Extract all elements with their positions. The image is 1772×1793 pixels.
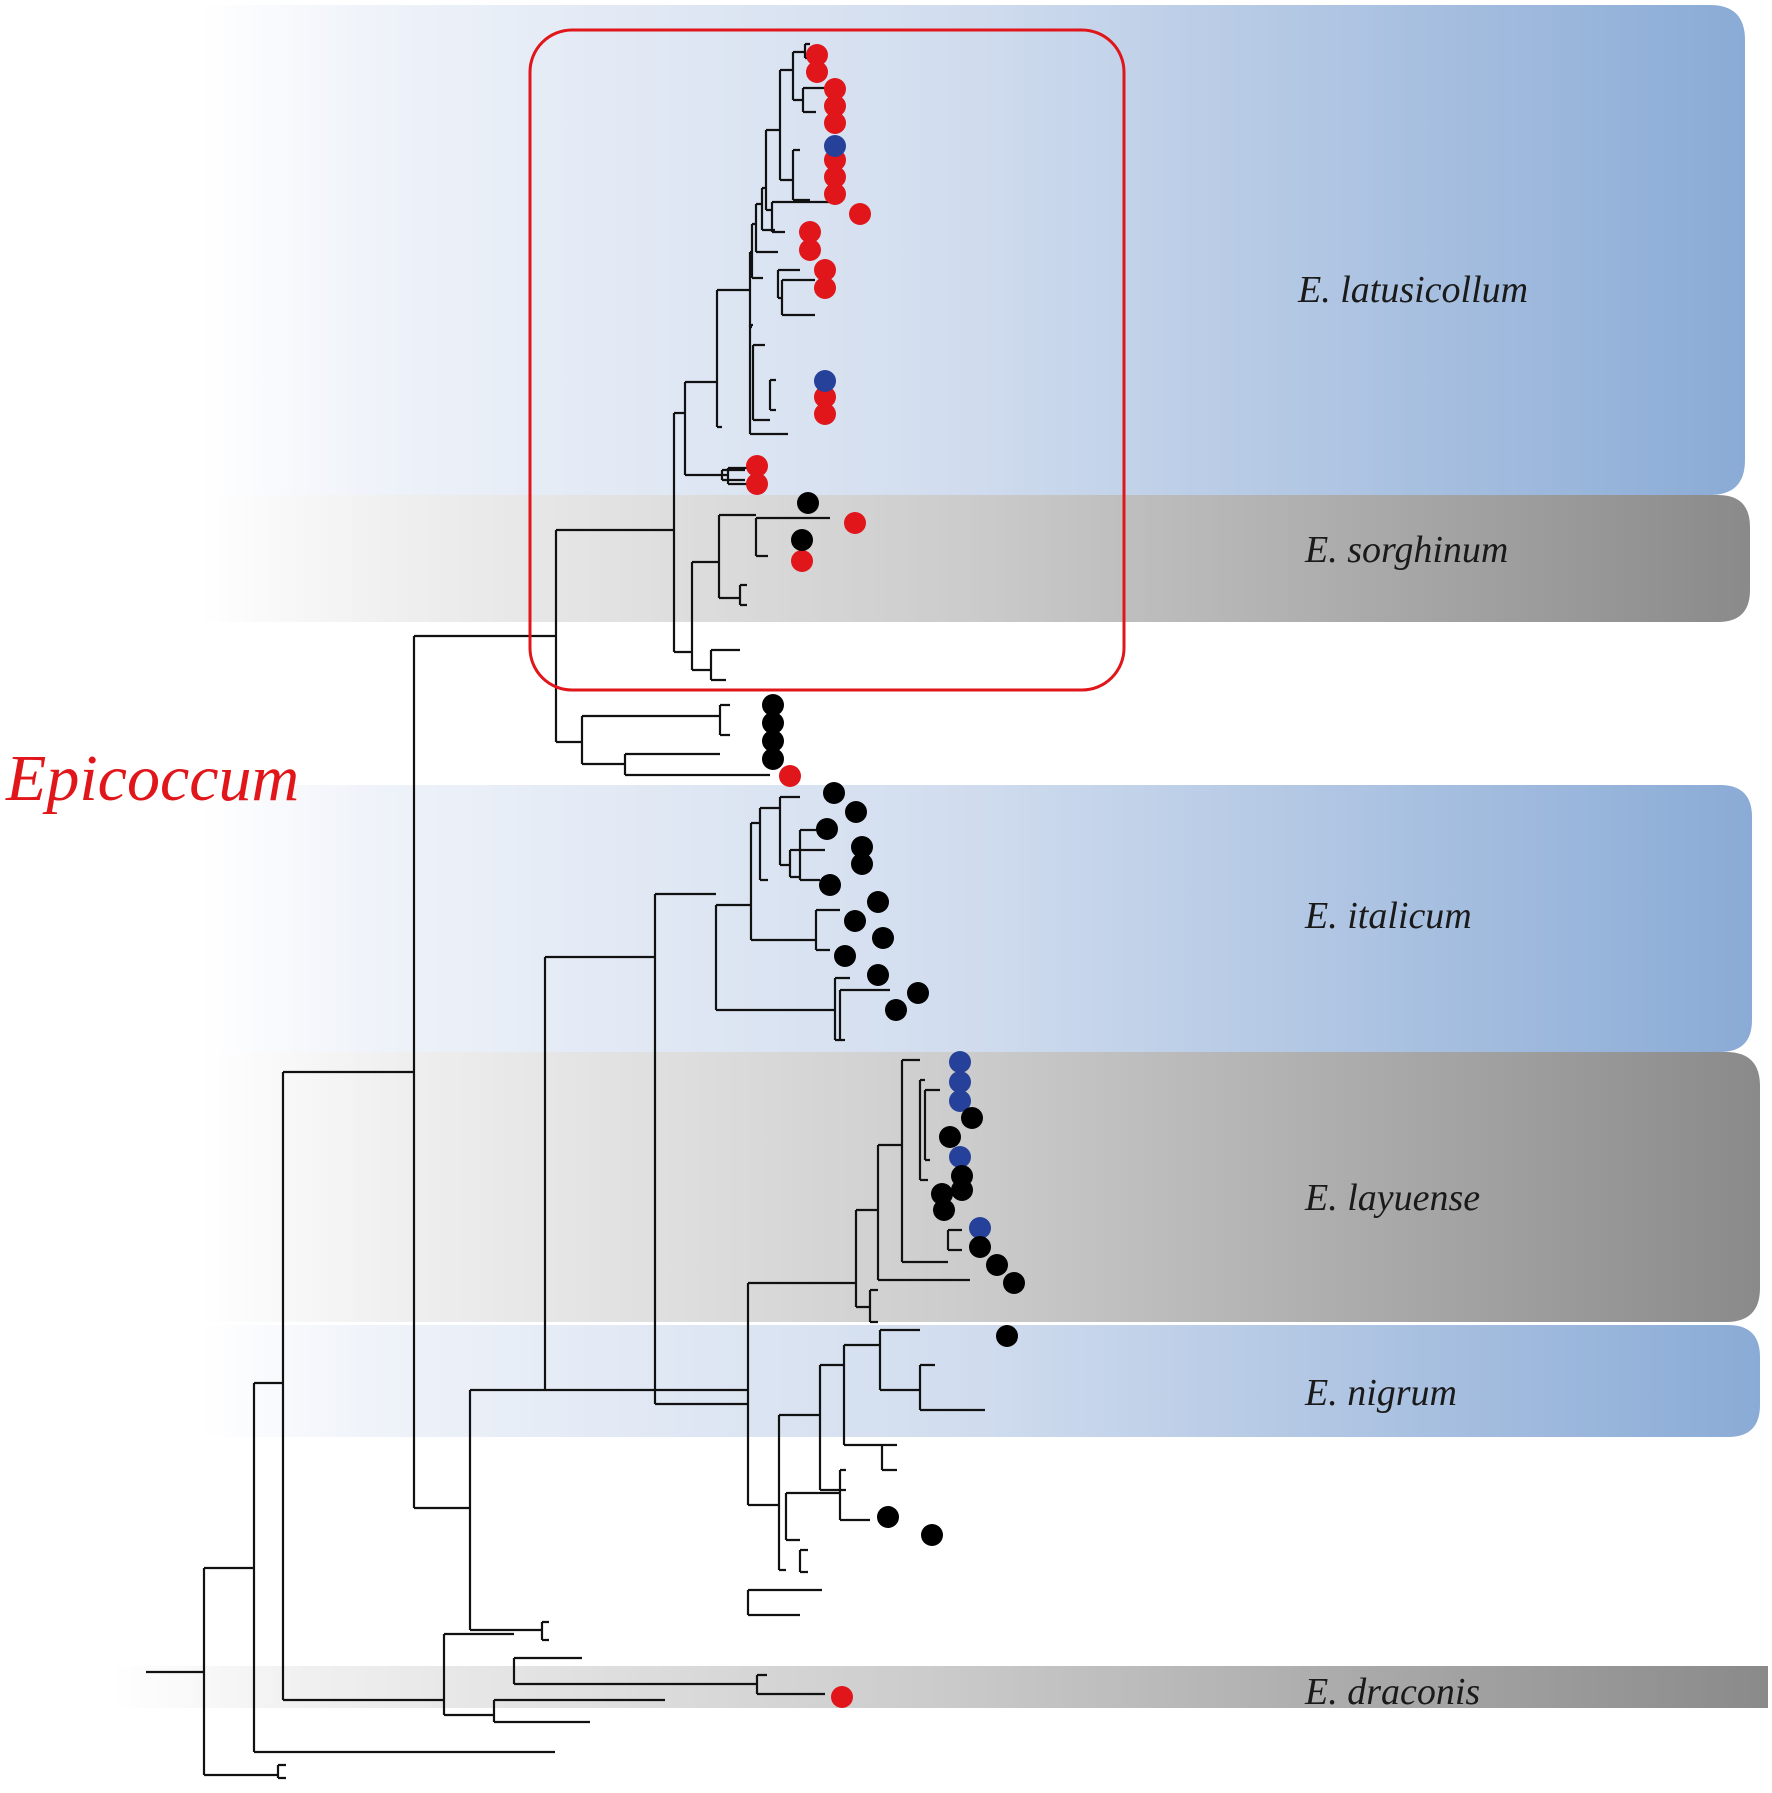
dot-black-4 <box>762 730 784 752</box>
dot-red-17 <box>844 512 866 534</box>
band-sorghinum <box>200 495 1750 622</box>
dot-red-15 <box>746 455 768 477</box>
dot-black-16 <box>867 964 889 986</box>
dot-black-26 <box>986 1254 1008 1276</box>
dot-black-13 <box>844 910 866 932</box>
dot-red-13 <box>814 386 836 408</box>
dot-black-28 <box>996 1325 1018 1347</box>
dot-black-27 <box>1003 1272 1025 1294</box>
dot-red-6 <box>824 166 846 188</box>
dot-black-19 <box>961 1107 983 1129</box>
dot-black-5 <box>762 748 784 770</box>
dot-blue-5 <box>949 1146 971 1168</box>
dot-red-9 <box>799 221 821 243</box>
dot-black-3 <box>762 712 784 734</box>
dot-black-20 <box>939 1126 961 1148</box>
tree-branches <box>146 42 985 1780</box>
dot-black-22 <box>931 1183 953 1205</box>
clade-label-draconis: E. draconis <box>1304 1671 1480 1713</box>
band-nigrum <box>200 1325 1760 1437</box>
clade-label-layuense: E. layuense <box>1304 1177 1480 1219</box>
dot-blue-2 <box>949 1051 971 1073</box>
dot-black-8 <box>816 818 838 840</box>
dot-red-12 <box>814 277 836 299</box>
band-latusicollum <box>200 5 1745 495</box>
clade-label-italicum: E. italicum <box>1304 895 1472 937</box>
dot-black-14 <box>872 927 894 949</box>
dot-black-25 <box>969 1236 991 1258</box>
clade-bands <box>110 5 1768 1708</box>
dot-red-14 <box>814 403 836 425</box>
dot-black-11 <box>819 874 841 896</box>
dot-black-15 <box>834 945 856 967</box>
dot-red-2 <box>824 78 846 100</box>
dot-red-1 <box>806 61 828 83</box>
band-layuense <box>200 1052 1760 1322</box>
clade-label-latusicollum: E. latusicollum <box>1297 269 1528 311</box>
dot-blue-0 <box>824 135 846 157</box>
dot-black-30 <box>921 1524 943 1546</box>
dot-blue-1 <box>814 370 836 392</box>
dot-black-0 <box>797 492 819 514</box>
dot-red-3 <box>824 95 846 117</box>
dot-red-18 <box>791 550 813 572</box>
dot-blue-3 <box>949 1071 971 1093</box>
dot-red-20 <box>831 1686 853 1708</box>
dot-red-10 <box>799 239 821 261</box>
dot-black-18 <box>885 999 907 1021</box>
genus-label: Epicoccum <box>5 742 299 815</box>
highlight-box <box>528 28 1126 692</box>
dot-red-7 <box>824 183 846 205</box>
dot-red-4 <box>824 112 846 134</box>
clade-label-nigrum: E. nigrum <box>1304 1372 1457 1414</box>
dot-black-12 <box>867 891 889 913</box>
tip-dots <box>746 44 1025 1708</box>
dot-red-0 <box>806 44 828 66</box>
clade-label-sorghinum: E. sorghinum <box>1304 529 1508 571</box>
dot-black-1 <box>791 529 813 551</box>
dot-red-8 <box>849 203 871 225</box>
band-draconis <box>110 1666 1768 1708</box>
dot-black-17 <box>907 982 929 1004</box>
dot-black-10 <box>851 853 873 875</box>
dot-blue-6 <box>969 1217 991 1239</box>
dot-black-9 <box>851 836 873 858</box>
dot-black-29 <box>877 1506 899 1528</box>
band-italicum <box>200 785 1752 1052</box>
dot-black-7 <box>845 801 867 823</box>
dot-black-2 <box>762 694 784 716</box>
dot-red-16 <box>746 473 768 495</box>
dot-blue-4 <box>949 1090 971 1112</box>
dot-black-24 <box>933 1199 955 1221</box>
dot-black-6 <box>823 782 845 804</box>
dot-red-19 <box>779 765 801 787</box>
dot-red-11 <box>814 259 836 281</box>
dot-black-23 <box>951 1179 973 1201</box>
